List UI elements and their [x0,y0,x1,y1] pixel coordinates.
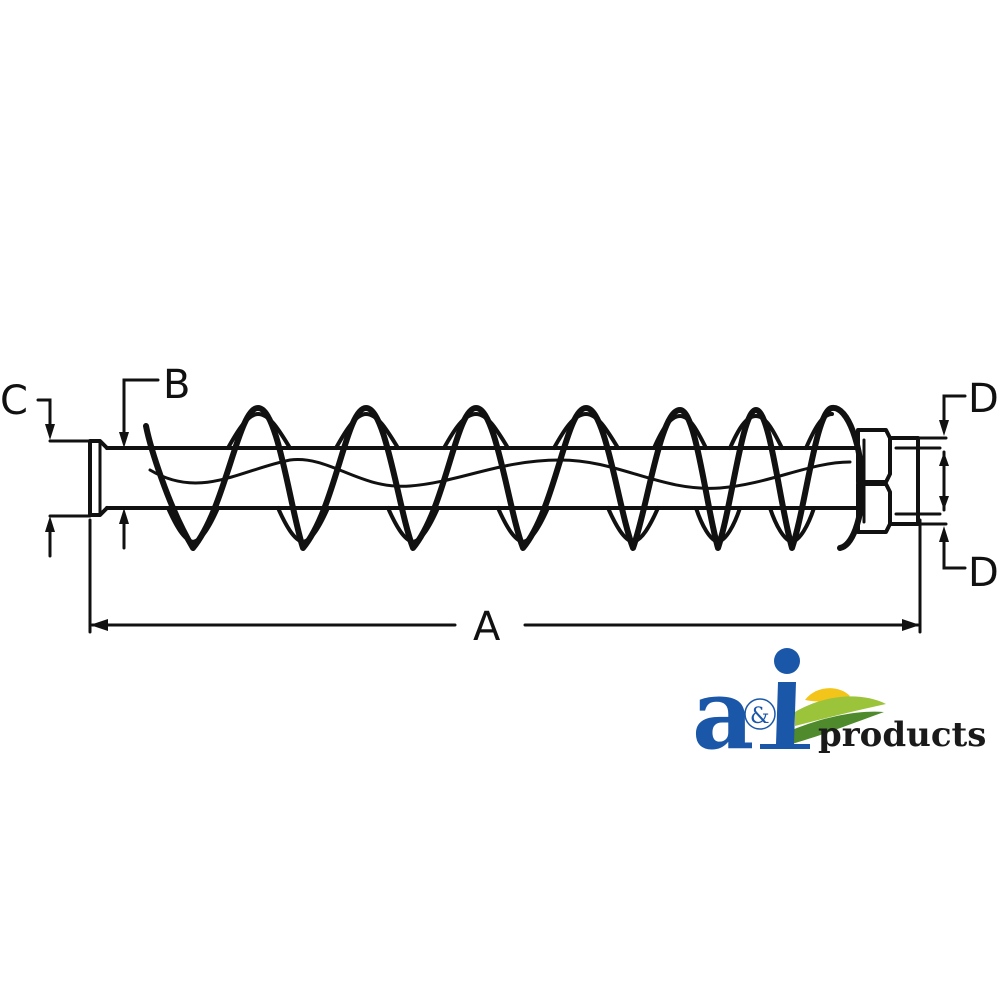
label-b: B [163,362,190,408]
dim-d-bottom-leader [942,540,967,570]
logo-ampersand-badge [744,698,776,730]
logo-letter-a: a [692,658,754,771]
logo-ampersand: & [750,704,770,729]
dim-b-arrow-bottom [119,508,129,524]
logo-products-word: products [818,715,986,755]
dim-c-arrow-top [45,424,55,440]
logo-i-dot [774,648,800,674]
dim-c-arrow-bottom [45,516,55,532]
dim-c-leader [36,398,52,428]
label-d-top: D [968,376,999,422]
label-c: C [0,378,28,424]
dim-d-inner-arrow-top [939,452,949,466]
auger-drawing [88,405,942,551]
flighting-back [226,412,834,450]
shaft-helix [148,458,852,490]
flighting-back-lower [166,506,816,544]
logo-field-icon [795,696,886,726]
dim-d-bottom-arrow [939,526,949,542]
label-d-bottom: D [968,550,999,596]
dim-d-top-arrow [939,420,949,436]
dim-a-arrow-left [90,619,108,631]
dimension-lines [36,378,967,634]
dim-a-arrow-right [902,619,920,631]
dim-b-leader [122,378,160,436]
dim-d-inner-arrow-bottom [939,496,949,510]
end-stub [888,436,920,526]
label-a-background [467,604,507,650]
logo-letter-i: I [0,0,1,1]
dim-b-arrow-top [119,432,129,448]
label-a: A [473,604,501,650]
dim-d-top-leader [942,394,967,422]
logo-field-stripe-icon [792,711,884,744]
logo-letter-i-stem [760,682,810,749]
ai-products-logo: a & I products [0,0,986,771]
flighting-front [143,405,865,551]
